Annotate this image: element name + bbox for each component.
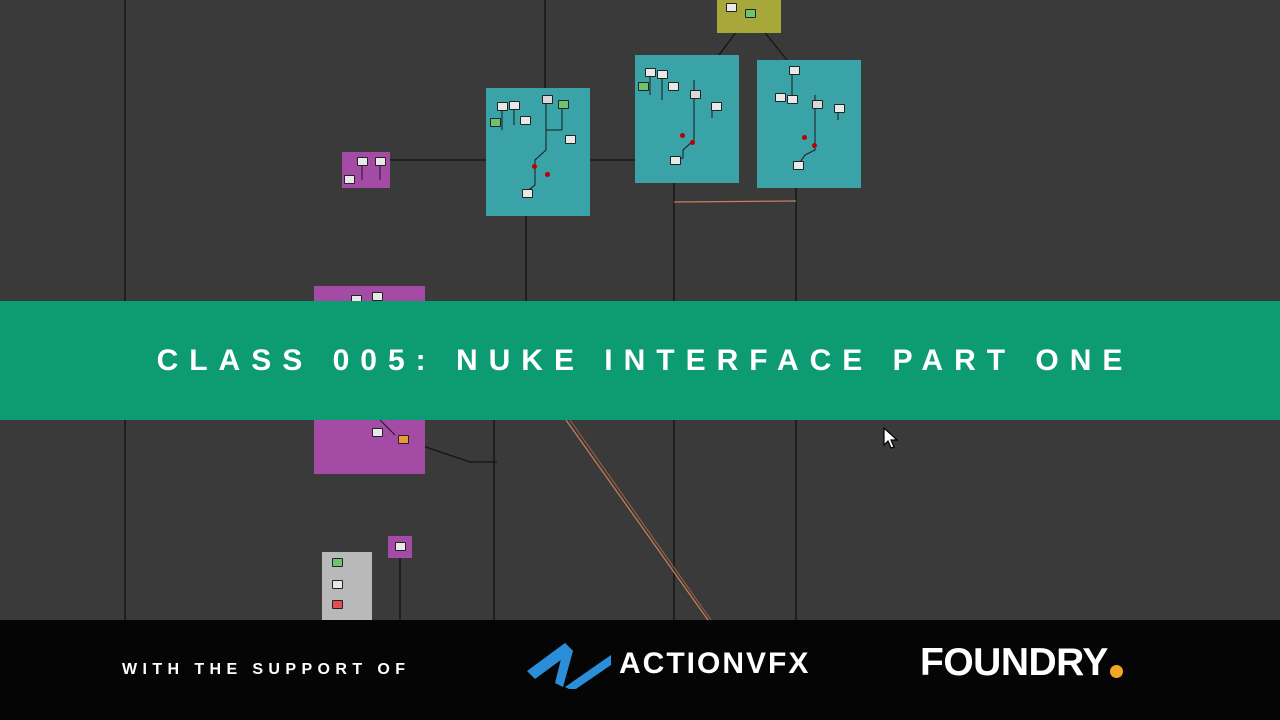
merge-dot[interactable] xyxy=(532,164,537,169)
node[interactable] xyxy=(332,580,343,589)
node[interactable] xyxy=(745,9,756,18)
merge-dot[interactable] xyxy=(802,135,807,140)
banner-title: CLASS 005: NUKE INTERFACE PART ONE xyxy=(156,343,1134,377)
node[interactable] xyxy=(787,95,798,104)
node[interactable] xyxy=(497,102,508,111)
foundry-logo: FOUNDRY xyxy=(920,640,1123,686)
node[interactable] xyxy=(668,82,679,91)
backdrop-gray[interactable] xyxy=(322,552,372,620)
node[interactable] xyxy=(558,100,569,109)
cursor-arrow-icon xyxy=(883,427,899,449)
node[interactable] xyxy=(344,175,355,184)
node[interactable] xyxy=(565,135,576,144)
node[interactable] xyxy=(690,90,701,99)
node[interactable] xyxy=(775,93,786,102)
merge-dot[interactable] xyxy=(545,172,550,177)
node[interactable] xyxy=(638,82,649,91)
actionvfx-logo: ACTIONVFX xyxy=(525,637,810,691)
merge-dot[interactable] xyxy=(690,140,695,145)
node[interactable] xyxy=(490,118,501,127)
backdrop-teal-3[interactable] xyxy=(757,60,861,188)
node[interactable] xyxy=(522,189,533,198)
actionvfx-logo-icon xyxy=(527,643,611,689)
node[interactable] xyxy=(357,157,368,166)
node[interactable] xyxy=(372,292,383,301)
support-text: WITH THE SUPPORT OF xyxy=(122,661,411,678)
node[interactable] xyxy=(726,3,737,12)
node[interactable] xyxy=(395,542,406,551)
foundry-dot-icon xyxy=(1109,665,1123,678)
node[interactable] xyxy=(645,68,656,77)
node[interactable] xyxy=(398,435,409,444)
sponsor-footer: WITH THE SUPPORT OF ACTIONVFX FOUNDRY xyxy=(0,620,1280,720)
title-banner: CLASS 005: NUKE INTERFACE PART ONE xyxy=(0,301,1280,420)
node[interactable] xyxy=(509,101,520,110)
node[interactable] xyxy=(372,428,383,437)
node[interactable] xyxy=(542,95,553,104)
node[interactable] xyxy=(520,116,531,125)
node[interactable] xyxy=(711,102,722,111)
actionvfx-wordmark: ACTIONVFX xyxy=(619,647,811,680)
foundry-wordmark: FOUNDRY xyxy=(920,641,1108,684)
node[interactable] xyxy=(332,600,343,609)
node[interactable] xyxy=(789,66,800,75)
node[interactable] xyxy=(834,104,845,113)
node[interactable] xyxy=(793,161,804,170)
node[interactable] xyxy=(670,156,681,165)
node[interactable] xyxy=(812,100,823,109)
connection-lines xyxy=(124,0,797,620)
node[interactable] xyxy=(375,157,386,166)
merge-dot[interactable] xyxy=(812,143,817,148)
node[interactable] xyxy=(332,558,343,567)
merge-dot[interactable] xyxy=(680,133,685,138)
node[interactable] xyxy=(657,70,668,79)
